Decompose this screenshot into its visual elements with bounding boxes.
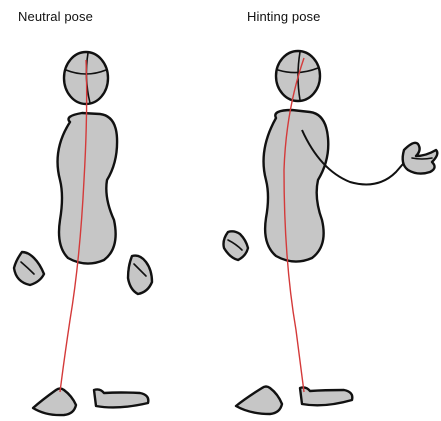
neutral-left-foot	[33, 389, 76, 416]
neutral-figure	[14, 52, 152, 415]
neutral-torso	[58, 113, 118, 264]
neutral-right-foot	[94, 389, 148, 407]
hinting-figure	[224, 51, 438, 414]
hinting-torso	[264, 110, 329, 262]
hinting-left-foot	[236, 387, 282, 415]
hinting-right-foot	[300, 387, 352, 405]
neutral-right-hand	[128, 256, 152, 294]
